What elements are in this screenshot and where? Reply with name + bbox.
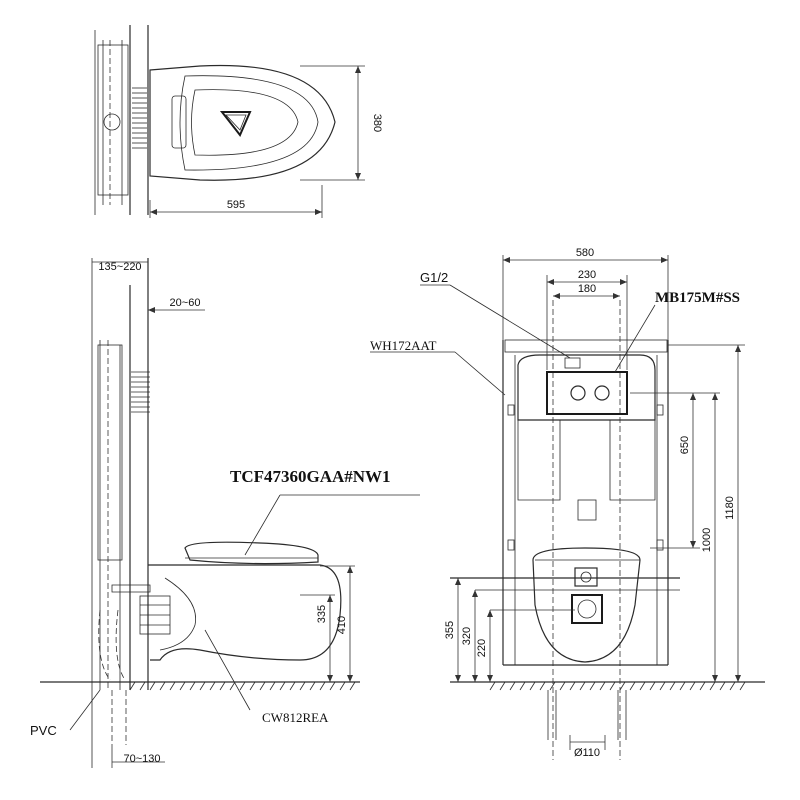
label-bowl: CW812REA (262, 710, 329, 725)
dim-side-bottom: 70~130 (123, 753, 160, 765)
label-frame: WH172AAT (370, 338, 436, 353)
dim-front-320: 320 (461, 627, 473, 645)
label-water-inlet: G1/2 (420, 270, 448, 285)
side-view: 135~220 20~60 (40, 258, 420, 768)
dim-front-pipe: Ø110 (574, 747, 600, 759)
top-view: 595 380 (94, 25, 383, 218)
dim-front-355: 355 (444, 621, 456, 639)
dim-top-width: 380 (371, 114, 383, 132)
dim-front-220: 220 (476, 639, 488, 657)
dim-front-1000: 1000 (701, 528, 713, 552)
dim-top-depth: 595 (227, 199, 245, 211)
dim-front-1180: 1180 (724, 496, 736, 520)
dim-front-180: 180 (578, 283, 596, 295)
dim-side-wall: 135~220 (98, 261, 141, 273)
front-view: 580 230 180 650 1000 1180 355 320 (370, 247, 765, 760)
label-flush-plate: MB175M#SS (655, 290, 740, 306)
dim-side-335: 335 (316, 605, 328, 623)
dim-front-width: 580 (576, 247, 594, 259)
label-pipe: PVC (30, 723, 57, 738)
dim-side-gap: 20~60 (170, 297, 201, 309)
dim-front-230: 230 (578, 269, 596, 281)
label-seat: TCF47360GAA#NW1 (230, 467, 391, 486)
dim-front-650: 650 (679, 436, 691, 454)
dim-side-410: 410 (336, 616, 348, 634)
